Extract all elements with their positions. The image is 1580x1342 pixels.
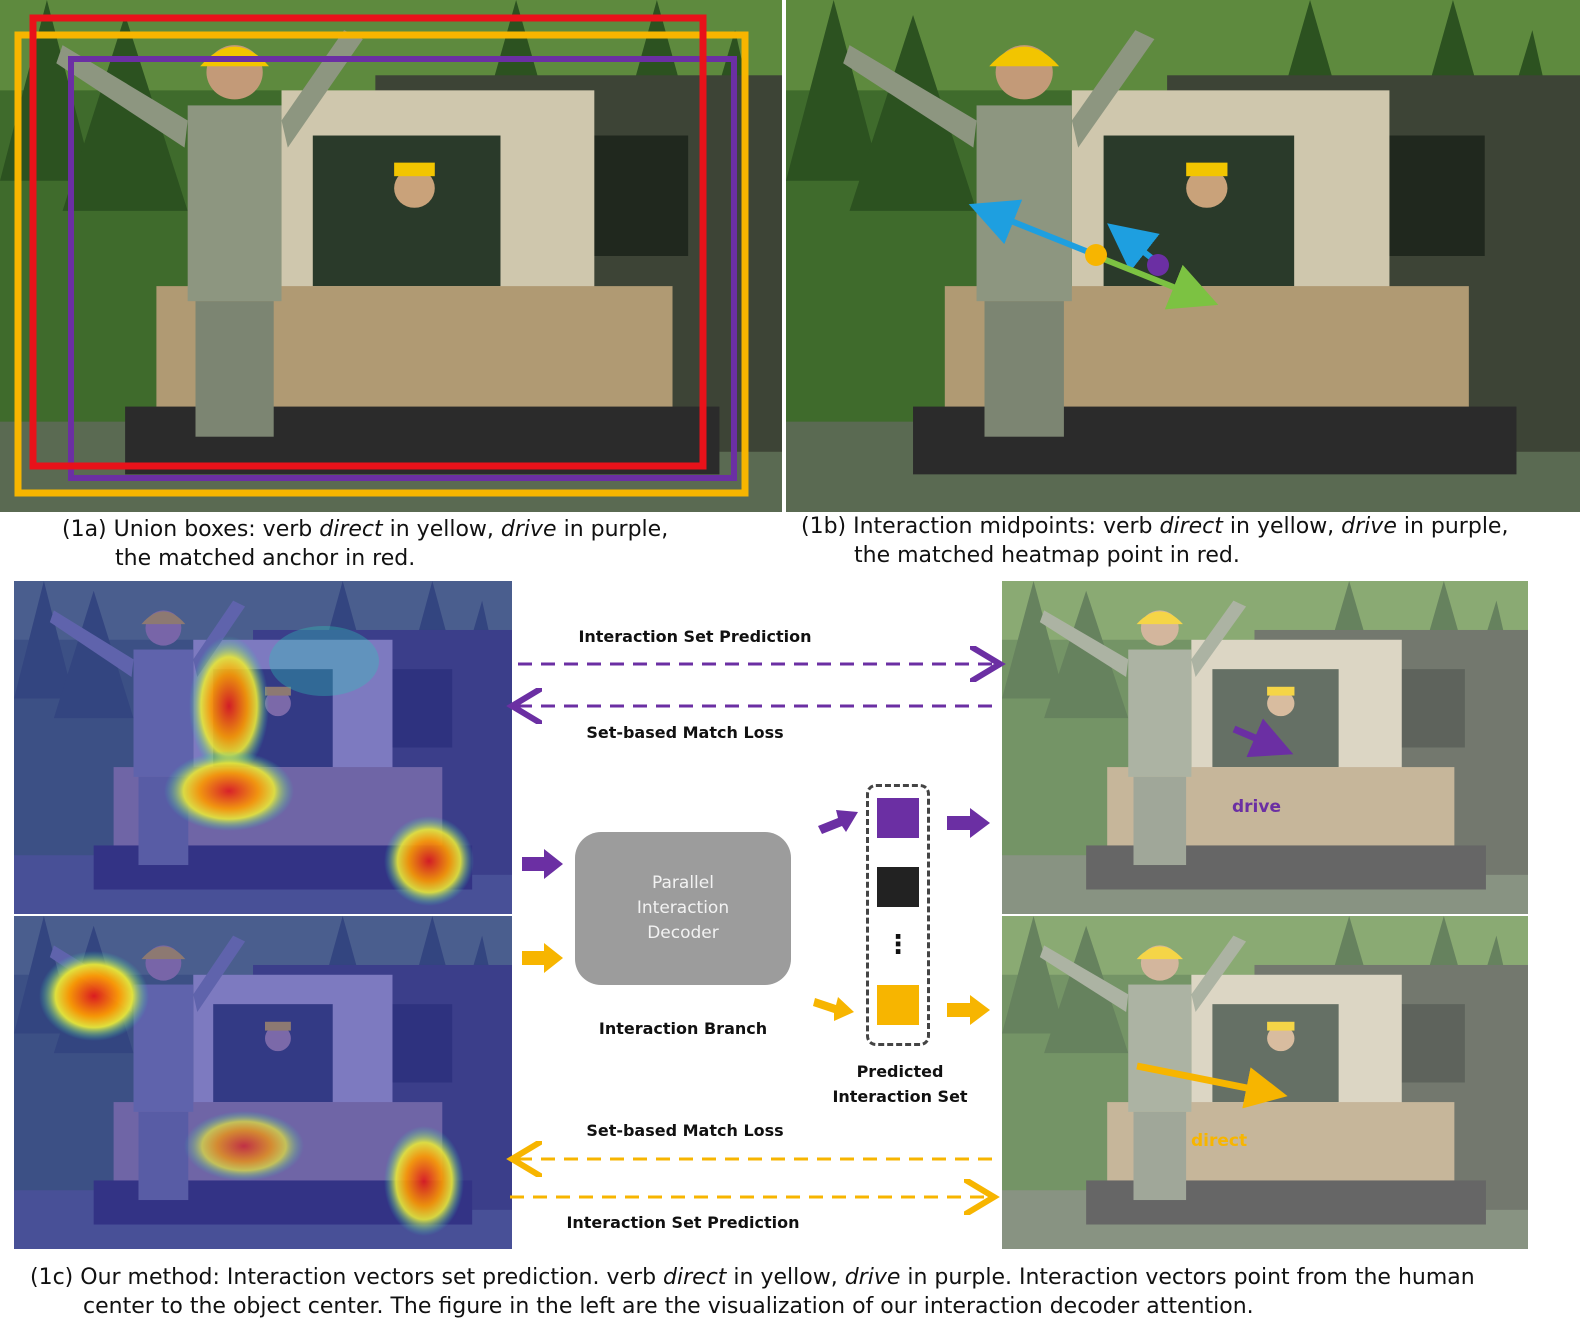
caption-1a: (1a) Union boxes: verb direct in yellow,…	[62, 517, 669, 571]
direct-vector-arrow	[968, 199, 1098, 258]
direct-label: direct	[1191, 1131, 1248, 1151]
interaction-branch-label: Interaction Branch	[598, 1019, 768, 1038]
set-item-direct	[877, 985, 919, 1025]
parallel-interaction-decoder: Parallel Interaction Decoder	[575, 832, 791, 985]
bottom-prediction-label: Interaction Set Prediction	[566, 1213, 800, 1232]
yellow-output-arrow	[947, 995, 990, 1025]
set-ellipsis: ⋮	[885, 930, 911, 960]
caption-1c: (1c) Our method: Interaction vectors set…	[30, 1265, 1475, 1319]
purple-input-arrow	[522, 849, 563, 879]
union-box-direct	[14, 31, 749, 497]
matched-anchor-box	[29, 14, 707, 470]
drive-midpoint	[1147, 254, 1169, 276]
top-prediction-label: Interaction Set Prediction	[578, 627, 812, 646]
purple-output-arrow	[947, 808, 990, 838]
result-photo-direct	[1002, 916, 1528, 1249]
yellow-input-arrow	[522, 943, 563, 973]
top-loss-label: Set-based Match Loss	[586, 723, 784, 742]
union-box-drive	[68, 56, 737, 481]
result-photo-drive	[1002, 581, 1528, 914]
photo-1a	[0, 0, 782, 512]
set-item-empty	[877, 867, 919, 907]
set-item-drive	[877, 798, 919, 838]
predicted-set-label: Predicted Interaction Set	[832, 1062, 968, 1106]
direct-midpoint	[1085, 244, 1107, 266]
direct-interaction-vector	[1136, 1062, 1288, 1109]
drive-label: drive	[1232, 797, 1281, 817]
attention-map-drive	[14, 581, 512, 914]
attention-map-direct	[14, 916, 512, 1249]
drive-interaction-vector	[1232, 718, 1294, 758]
predicted-interaction-set	[866, 784, 930, 1046]
bottom-loss-label: Set-based Match Loss	[586, 1121, 784, 1140]
purple-to-set-arrow	[818, 810, 858, 834]
caption-1b: (1b) Interaction midpoints: verb direct …	[801, 514, 1509, 568]
photo-1b	[786, 0, 1580, 512]
yellow-to-set-arrow	[813, 997, 854, 1021]
